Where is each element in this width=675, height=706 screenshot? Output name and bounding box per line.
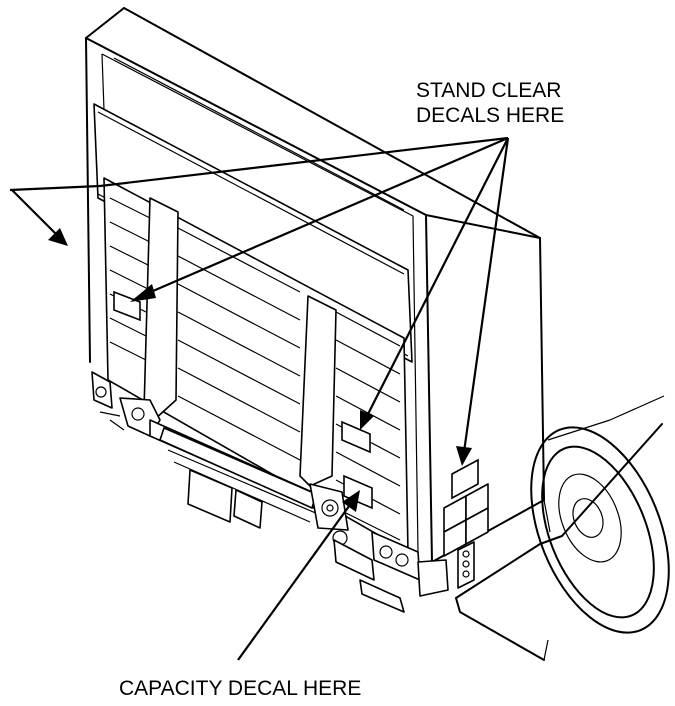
wheel-assembly [455, 395, 670, 661]
stand-clear-decal-left [113, 290, 141, 322]
arrowhead-right-decal [360, 410, 374, 430]
arrowhead-left-decal [130, 284, 156, 302]
arrow-to-left-decal [145, 136, 509, 296]
arrowhead-capacity-decal [342, 490, 360, 512]
stand-clear-decal-side [451, 458, 479, 500]
arrow-leader-left [11, 189, 59, 237]
stand-clear-label-line2: DECALS HERE [416, 104, 565, 127]
arrow-to-platform-top [99, 136, 509, 188]
arrow-to-off-left [9, 184, 101, 192]
arrowhead-off-left [48, 228, 68, 246]
stand-clear-label: STAND CLEAR DECALS HERE [416, 78, 564, 128]
lift-mechanism [91, 371, 449, 613]
stand-clear-decal-right [341, 420, 371, 454]
capacity-label: CAPACITY DECAL HERE [119, 677, 362, 700]
arrowhead-side-decal [456, 446, 472, 466]
decal-locations [113, 290, 479, 510]
platform-slats [109, 197, 401, 541]
arrow-to-capacity-decal [237, 501, 353, 661]
stand-clear-label-line1: STAND CLEAR [416, 79, 562, 102]
arrow-to-right-decal [365, 137, 509, 419]
callout-arrows [9, 136, 510, 661]
side-panel [443, 483, 489, 589]
truck-body [85, 7, 545, 563]
lift-arms [143, 197, 337, 487]
arrow-to-side-decal [462, 137, 510, 453]
